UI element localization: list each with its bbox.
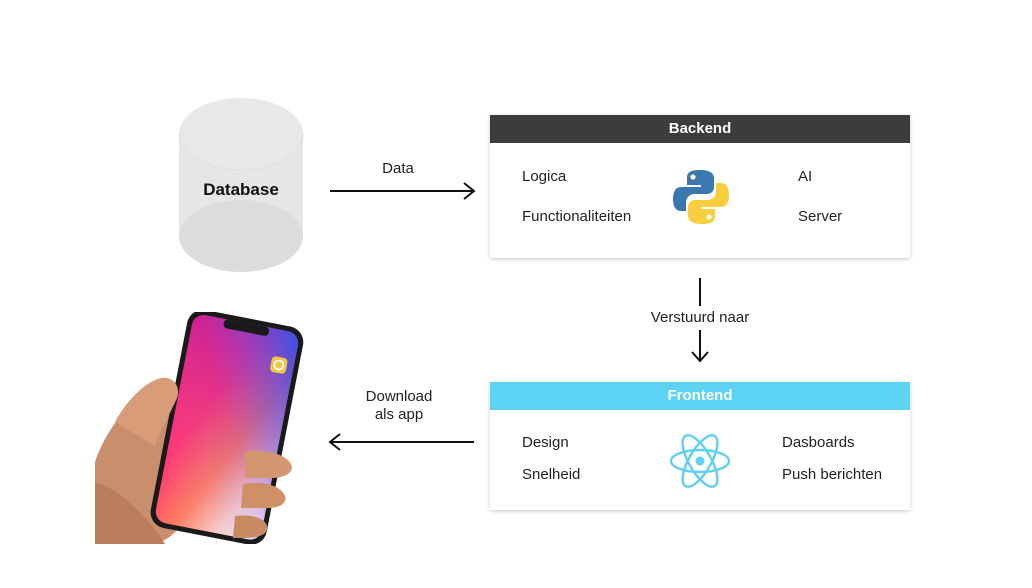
python-logo-icon (673, 170, 729, 224)
connector-line (699, 278, 701, 306)
backend-item-logic: Logica (522, 168, 567, 185)
frontend-item-design: Design (522, 434, 569, 451)
backend-item-functionality: Functionaliteiten (522, 208, 632, 225)
backend-item-ai: AI (798, 168, 813, 185)
backend-card: Backend Logica Functionaliteiten AI Serv… (490, 115, 910, 258)
backend-item-server: Server (798, 208, 843, 225)
backend-header: Backend (490, 115, 910, 143)
frontend-card: Frontend Design Snelheid Dasboards Push … (490, 382, 910, 510)
arrow-down-icon (691, 330, 709, 363)
arrow-left-icon (328, 433, 474, 451)
frontend-item-push: Push berichten (782, 466, 883, 483)
download-label-line1: Download (365, 388, 433, 405)
database-cylinder-icon (178, 98, 304, 272)
data-edge-label: Data (382, 160, 414, 177)
download-label-line2: als app (374, 406, 424, 423)
frontend-item-dashboards: Dasboards (782, 434, 855, 451)
download-edge-label: Download als app (352, 388, 446, 424)
frontend-header: Frontend (490, 382, 910, 410)
arrow-right-icon (330, 182, 476, 200)
database-label: Database (203, 180, 279, 199)
frontend-item-speed: Snelheid (522, 466, 581, 483)
sent-to-edge-label: Verstuurd naar (650, 309, 750, 326)
smartphone-in-hand-icon (95, 312, 304, 544)
react-logo-icon (669, 434, 731, 488)
